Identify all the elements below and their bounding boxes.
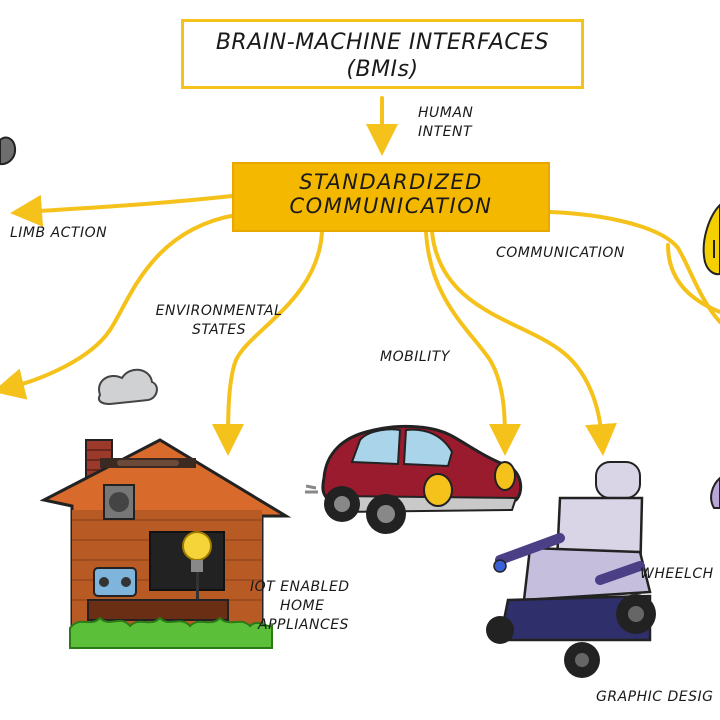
arrow-right-lower <box>666 243 720 314</box>
arrow-limb-action <box>10 194 234 227</box>
arrow-communication <box>548 210 720 324</box>
arrow-left-lower <box>0 213 238 400</box>
hub-box: STANDARDIZED COMMUNICATION <box>232 162 550 232</box>
label-environmental-line-1: ENVIRONMENTAL <box>155 303 283 319</box>
label-wheelchair: WHEELCH <box>640 566 714 582</box>
label-environmental-states: ENVIRONMENTAL STATES <box>144 302 294 340</box>
title-box: BRAIN-MACHINE INTERFACES (BMIs) <box>181 19 584 89</box>
hub-line-2: COMMUNICATION <box>289 194 493 218</box>
wheelchair-illustration <box>486 461 656 678</box>
label-iot-line-2: HOME <box>280 598 325 614</box>
arrow-environmental <box>212 230 324 456</box>
label-iot-line-1: IOT ENABLED <box>250 579 350 595</box>
hub-line-1: STANDARDIZED <box>299 170 483 194</box>
label-limb-action: LIMB ACTION <box>10 225 108 241</box>
label-environmental-line-2: STATES <box>192 322 246 338</box>
house-illustration <box>39 368 292 649</box>
label-iot-home-appliances: IOT ENABLED HOME APPLIANCES <box>250 578 350 635</box>
label-human-intent: HUMAN INTENT <box>418 104 473 142</box>
label-mobility: MOBILITY <box>380 349 450 365</box>
arrow-mobility <box>424 230 521 456</box>
arrow-wheelchair <box>430 230 617 456</box>
partial-robot-arm-icon <box>0 136 17 166</box>
label-communication: COMMUNICATION <box>496 245 625 261</box>
title-line-1: BRAIN-MACHINE INTERFACES <box>215 30 550 55</box>
label-human-intent-line-1: HUMAN <box>418 105 474 121</box>
label-iot-line-3: APPLIANCES <box>258 617 349 633</box>
label-human-intent-line-2: INTENT <box>418 124 473 140</box>
car-illustration <box>305 424 523 534</box>
partial-yellow-icon <box>702 203 720 276</box>
title-line-2: (BMIs) <box>346 57 419 82</box>
partial-purple-icon <box>710 476 720 509</box>
label-graphic-design: GRAPHIC DESIG <box>596 689 714 705</box>
